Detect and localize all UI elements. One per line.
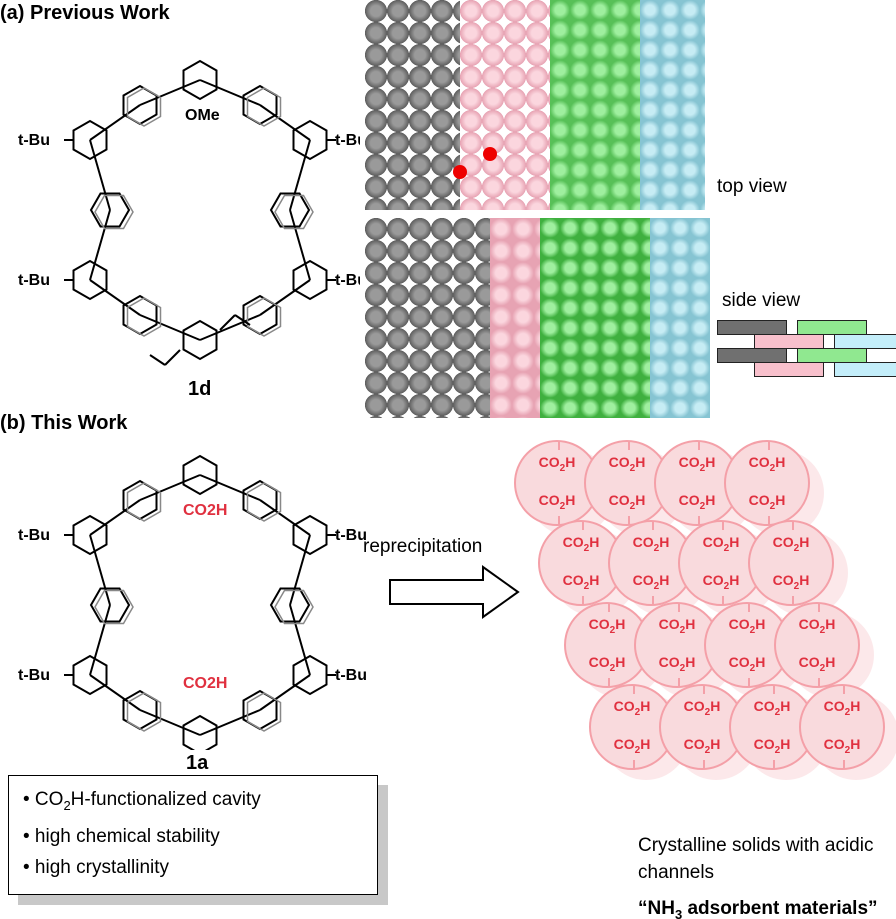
atom-label: CO2H [183,502,227,519]
co2h-label: CO2H [658,616,696,636]
atom-label: t-Bu [18,527,50,544]
co2h-label: CO2H [748,454,786,474]
co2h-label: CO2H [728,616,766,636]
co2h-label: CO2H [613,698,651,718]
oxygen-atom [453,165,467,179]
benzene-ring [269,587,311,623]
benzene-ring [246,482,282,522]
panel-b-title: (b) This Work [0,412,128,434]
caption-bold: “NH3 adsorbent materials” [638,898,878,919]
feature-item: • CO2H-functionalized cavity [23,789,261,813]
atom-label: CO2H [183,675,227,692]
benzene-ring [89,587,131,623]
crystal-side-view-image [365,218,710,418]
benzene-ring [126,692,162,732]
atom-label: t-Bu [18,132,50,149]
benzene-ring [72,514,108,556]
co2h-label: CO2H [823,698,861,718]
atom-label: t-Bu [18,272,50,289]
co2h-label: CO2H [678,454,716,474]
benzene-ring [72,119,108,161]
channel-circle: CO2H CO2H [799,684,885,770]
co2h-label: CO2H [678,492,716,512]
feature-item: • high chemical stability [23,825,220,847]
benzene-ring [246,297,282,337]
co2h-label: CO2H [588,654,626,674]
reprecipitation-label: reprecipitation [363,536,483,557]
benzene-ring [274,589,314,625]
co2h-label: CO2H [562,534,600,554]
co2h-label: CO2H [683,698,721,718]
co2h-label: CO2H [538,492,576,512]
arrow-icon [389,565,520,619]
oxygen-atom [483,147,497,161]
benzene-ring [292,654,328,696]
co2h-label: CO2H [772,534,810,554]
benzene-ring [292,259,328,301]
benzene-ring [182,714,218,750]
benzene-ring [89,192,131,228]
benzene-ring [269,192,311,228]
atom-label: t-Bu [18,667,50,684]
channel-circle: CO2H CO2H [589,684,675,770]
co2h-label: CO2H [753,698,791,718]
atom-label: t-Bu [335,132,360,149]
co2h-label: CO2H [772,572,810,592]
atom-label: t-Bu [335,272,360,289]
benzene-ring [72,654,108,696]
benzene-ring [292,514,328,556]
co2h-label: CO2H [658,654,696,674]
channel-circle: CO2H CO2H [724,440,810,526]
co2h-label: CO2H [798,654,836,674]
benzene-ring [182,454,218,496]
atom-label: OMe [185,107,220,124]
top-view-label: top view [717,176,787,197]
co2h-label: CO2H [702,572,740,592]
co2h-label: CO2H [608,454,646,474]
benzene-ring [274,194,314,230]
co2h-label: CO2H [608,492,646,512]
benzene-ring [94,589,134,625]
benzene-ring [182,319,218,361]
molecule-1d-structure: t-Bu t-Bu t-Bu t-Bu OMe [18,59,360,366]
atom-label: t-Bu [335,527,367,544]
benzene-ring [246,87,282,127]
co2h-label: CO2H [588,616,626,636]
compound-label-1a: 1a [186,752,209,774]
co2h-label: CO2H [562,572,600,592]
co2h-label: CO2H [632,534,670,554]
stacking-schematic [715,318,896,380]
co2h-label: CO2H [798,616,836,636]
co2h-label: CO2H [702,534,740,554]
benzene-ring [292,119,328,161]
co2h-label: CO2H [613,736,651,756]
panel-a-title: (a) Previous Work [0,2,170,24]
benzene-ring [126,482,162,522]
benzene-ring [182,59,218,101]
co2h-label: CO2H [683,736,721,756]
crystal-top-view-image [365,0,705,210]
features-box: • CO2H-functionalized cavity • high chem… [8,775,378,895]
channel-circle: CO2H CO2H [774,602,860,688]
co2h-label: CO2H [823,736,861,756]
co2h-label: CO2H [748,492,786,512]
benzene-ring [94,194,134,230]
benzene-ring [126,87,162,127]
co2h-label: CO2H [538,454,576,474]
side-view-label: side view [722,290,801,311]
benzene-ring [72,259,108,301]
atom-label: t-Bu [335,667,367,684]
compound-label-1d: 1d [188,378,212,400]
co2h-label: CO2H [753,736,791,756]
feature-item: • high crystallinity [23,856,170,878]
co2h-label: CO2H [632,572,670,592]
co2h-label: CO2H [728,654,766,674]
benzene-ring [246,692,282,732]
channel-circle: CO2H CO2H [748,520,834,606]
benzene-ring [126,297,162,337]
